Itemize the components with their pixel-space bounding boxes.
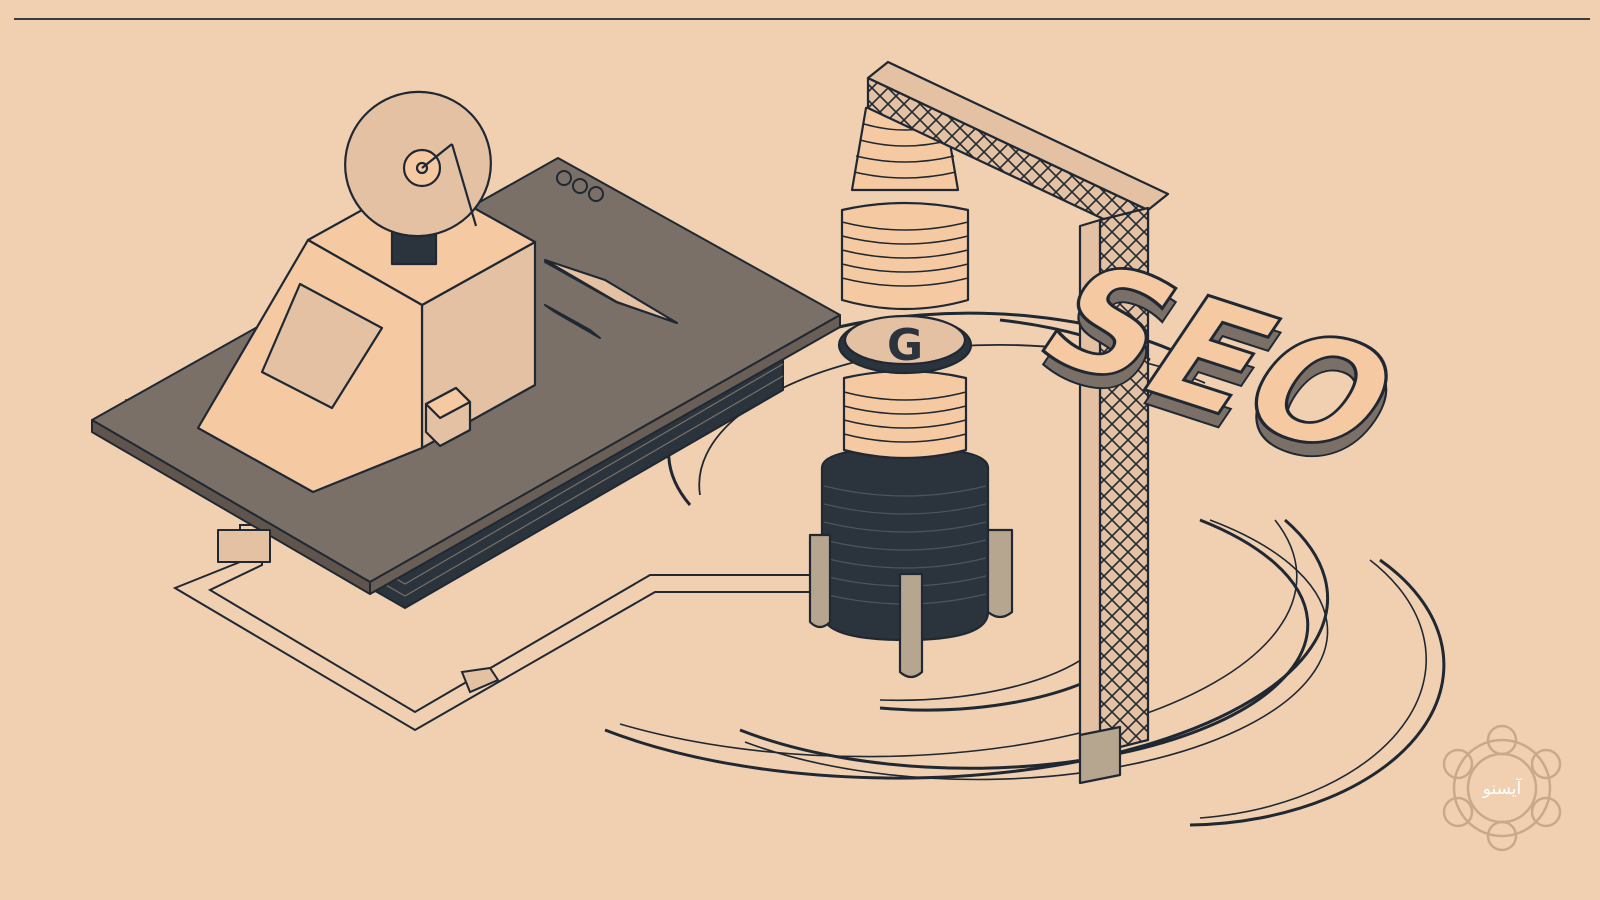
- watermark-text: آیسنو: [1482, 777, 1523, 799]
- google-g-letter: G: [887, 320, 923, 371]
- google-rocket: G: [808, 101, 1014, 679]
- window-dots: [556, 170, 604, 202]
- crane: [866, 60, 1170, 785]
- seo-3d-letters: SEO SEO: [1006, 231, 1432, 502]
- booster-tubes: [808, 528, 1014, 679]
- watermark-logo: آیسنو: [1442, 724, 1562, 852]
- seo-letters-face: SEO: [1008, 233, 1431, 488]
- terminal-box: [196, 90, 537, 494]
